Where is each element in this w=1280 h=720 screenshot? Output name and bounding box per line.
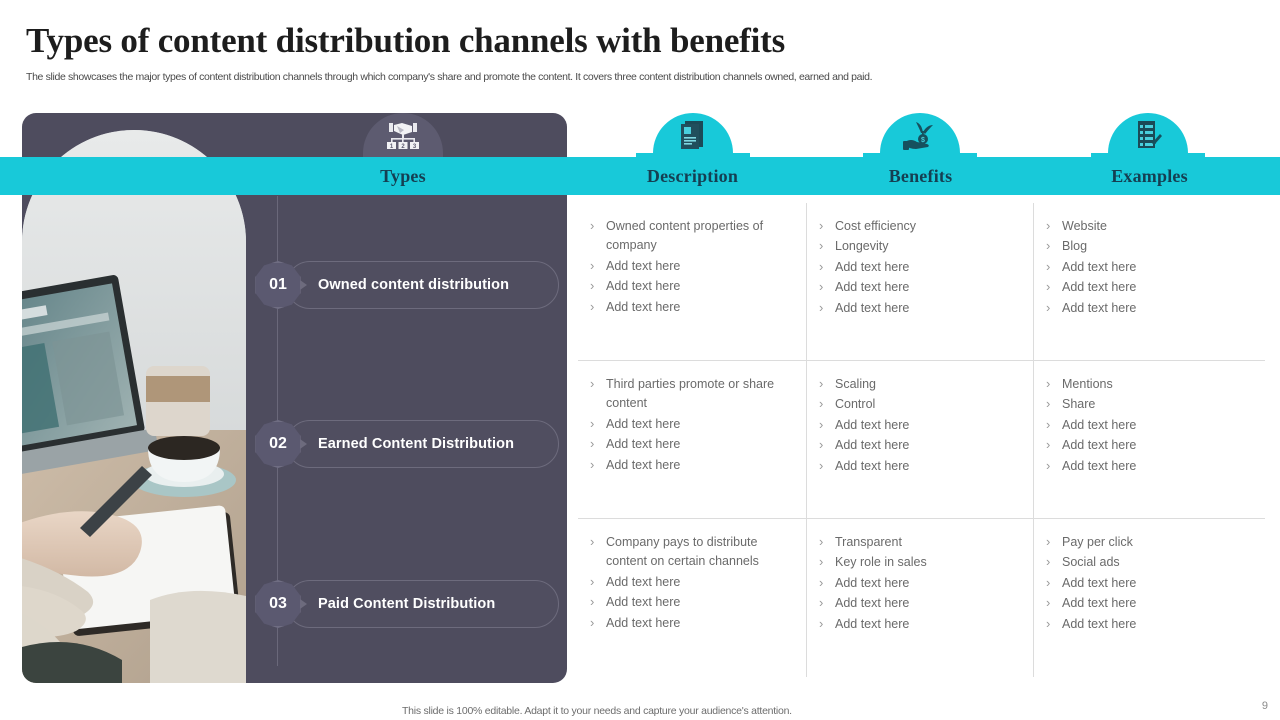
step-arrow-icon (300, 599, 307, 609)
column-header-band (0, 157, 1280, 195)
table-cell-description-2[interactable]: Third parties promote or share contentAd… (578, 361, 807, 519)
content-table: Owned content properties of companyAdd t… (578, 203, 1265, 677)
bullet-item: Add text here (588, 414, 796, 435)
bullet-item: Add text here (1044, 257, 1255, 278)
table-cell-benefits-2[interactable]: ScalingControlAdd text hereAdd text here… (807, 361, 1034, 519)
bullet-item: Longevity (817, 236, 1023, 257)
bullet-item: Add text here (817, 257, 1023, 278)
checklist-icon (1138, 121, 1162, 148)
bullet-item: Pay per click (1044, 532, 1255, 553)
bullet-item: Add text here (817, 435, 1023, 456)
bullet-item: Add text here (1044, 455, 1255, 476)
table-cell-examples-2[interactable]: MentionsShareAdd text hereAdd text hereA… (1034, 361, 1265, 519)
step-arrow-icon (300, 439, 307, 449)
bullet-item: Key role in sales (817, 552, 1023, 573)
bullet-item: Transparent (817, 532, 1023, 553)
table-cell-examples-1[interactable]: WebsiteBlogAdd text hereAdd text hereAdd… (1034, 203, 1265, 361)
bullet-item: Mentions (1044, 374, 1255, 395)
bullet-item: Add text here (1044, 573, 1255, 594)
bullet-item: Add text here (1044, 435, 1255, 456)
bullet-item: Add text here (588, 276, 796, 297)
bullet-item: Add text here (1044, 415, 1255, 436)
bullet-list: Third parties promote or share contentAd… (588, 374, 796, 475)
table-cell-benefits-1[interactable]: Cost efficiencyLongevityAdd text hereAdd… (807, 203, 1034, 361)
page-title: Types of content distribution channels w… (26, 21, 786, 60)
footer-note: This slide is 100% editable. Adapt it to… (402, 705, 792, 717)
bullet-item: Social ads (1044, 552, 1255, 573)
table-cell-description-1[interactable]: Owned content properties of companyAdd t… (578, 203, 807, 361)
bullet-item: Add text here (588, 256, 796, 277)
description-arch-base (636, 153, 750, 158)
bullet-list: Owned content properties of companyAdd t… (588, 216, 796, 317)
bullet-list: Pay per clickSocial adsAdd text hereAdd … (1044, 532, 1255, 634)
bullet-item: Add text here (1044, 593, 1255, 614)
column-header-types: Types (380, 165, 426, 186)
bullet-item: Add text here (588, 454, 796, 475)
step-label: Earned Content Distribution (318, 436, 515, 452)
bullet-list: WebsiteBlogAdd text hereAdd text hereAdd… (1044, 216, 1255, 318)
bullet-item: Add text here (817, 593, 1023, 614)
column-header-benefits: Benefits (888, 165, 953, 186)
table-cell-description-3[interactable]: Company pays to distribute content on ce… (578, 519, 807, 677)
bullet-list: Cost efficiencyLongevityAdd text hereAdd… (817, 216, 1023, 318)
bullet-item: Third parties promote or share content (588, 374, 796, 414)
bullet-item: Add text here (817, 297, 1023, 318)
column-header-description: Description (646, 165, 739, 186)
bullet-list: ScalingControlAdd text hereAdd text here… (817, 374, 1023, 476)
bullet-item: Add text here (817, 277, 1023, 298)
hierarchy-handshake-icon: 1 2 3 (387, 123, 419, 150)
examples-arch-base (1091, 153, 1205, 158)
bullet-item: Add text here (1044, 613, 1255, 634)
svg-text:1: 1 (390, 144, 394, 150)
bullet-item: Add text here (817, 613, 1023, 634)
step-number-badge: 03 (255, 580, 301, 628)
benefits-arch-base (863, 153, 977, 158)
svg-text:2: 2 (401, 144, 405, 150)
bullet-item: Share (1044, 394, 1255, 415)
bullet-item: Scaling (817, 374, 1023, 395)
bullet-item: Add text here (1044, 277, 1255, 298)
svg-text:$: $ (921, 137, 925, 144)
workspace-photo (22, 130, 246, 683)
bullet-item: Add text here (588, 572, 796, 593)
bullet-list: Company pays to distribute content on ce… (588, 532, 796, 633)
step-label: Paid Content Distribution (318, 596, 496, 612)
step-number-badge: 02 (255, 420, 301, 468)
bullet-item: Add text here (588, 296, 796, 317)
hand-plant-money-icon: $ (903, 122, 933, 150)
table-cell-benefits-3[interactable]: TransparentKey role in salesAdd text her… (807, 519, 1034, 677)
bullet-item: Add text here (817, 573, 1023, 594)
step-arrow-icon (300, 280, 307, 290)
bullet-item: Cost efficiency (817, 216, 1023, 237)
bullet-item: Company pays to distribute content on ce… (588, 532, 796, 572)
bullet-list: TransparentKey role in salesAdd text her… (817, 532, 1023, 634)
step-label: Owned content distribution (318, 277, 510, 293)
bullet-item: Add text here (588, 434, 796, 455)
bullet-item: Add text here (588, 612, 796, 633)
bullet-list: MentionsShareAdd text hereAdd text hereA… (1044, 374, 1255, 476)
bullet-item: Control (817, 394, 1023, 415)
bullet-item: Add text here (1044, 297, 1255, 318)
bullet-item: Add text here (588, 592, 796, 613)
svg-text:3: 3 (413, 144, 417, 150)
page-subtitle: The slide showcases the major types of c… (26, 70, 873, 83)
step-number-badge: 01 (255, 261, 301, 309)
bullet-item: Owned content properties of company (588, 216, 796, 256)
page-number: 9 (1261, 700, 1268, 712)
table-cell-examples-3[interactable]: Pay per clickSocial adsAdd text hereAdd … (1034, 519, 1265, 677)
bullet-item: Website (1044, 216, 1255, 237)
title-block: Types of content distribution channels w… (26, 21, 1256, 83)
bullet-item: Blog (1044, 236, 1255, 257)
bullet-item: Add text here (817, 455, 1023, 476)
column-header-examples: Examples (1111, 165, 1188, 186)
bullet-item: Add text here (817, 415, 1023, 436)
document-icon (681, 121, 703, 149)
